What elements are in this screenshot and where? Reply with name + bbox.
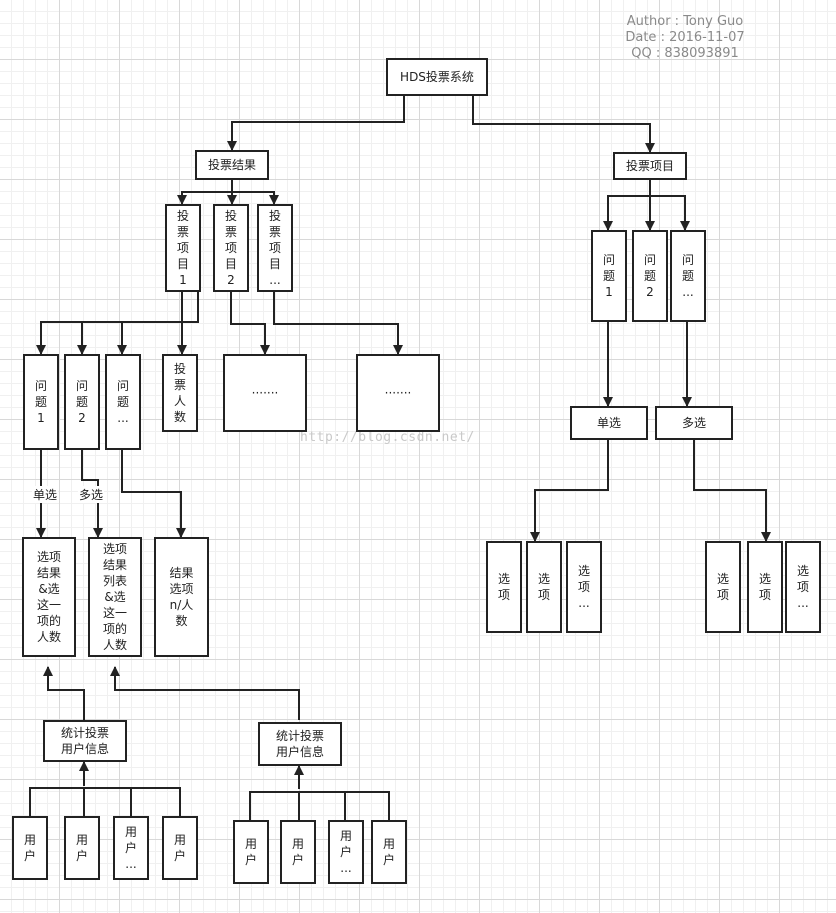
node-result-n: 结果 选项 n/人 数 <box>154 537 209 657</box>
edge-multi-mo <box>693 440 771 542</box>
node-user-1: 用 户 <box>12 816 48 880</box>
node-user-2: 用 户 <box>64 816 100 880</box>
node-items: 投票项目 <box>613 152 687 180</box>
node-item1: 投 票 项 目 1 <box>165 204 201 292</box>
edge-itemmore-dots2 <box>273 292 403 355</box>
node-user-3: 用 户 ... <box>113 816 149 880</box>
node-user-8: 用 户 <box>371 820 407 884</box>
edge-label-single: 单选 <box>32 486 59 503</box>
node-multi: 多选 <box>655 406 733 440</box>
edge-items-rqmore <box>649 180 690 231</box>
author-info: Author : Tony Guo Date : 2016-11-07 QQ :… <box>600 14 770 62</box>
node-q2: 问 题 2 <box>64 354 100 450</box>
node-results: 投票结果 <box>195 150 269 180</box>
edge-q2-resmulti <box>81 450 103 538</box>
node-single: 单选 <box>570 406 648 440</box>
edge-item2-dots1 <box>230 292 270 355</box>
node-single-option-more: 选 项 ... <box>566 541 602 633</box>
edge-root-items <box>472 96 655 153</box>
node-stat-1: 统计投票 用户信息 <box>43 720 127 762</box>
edge-root-results <box>227 96 405 151</box>
node-user-4: 用 户 <box>162 816 198 880</box>
edge-single-so <box>530 440 609 542</box>
edge-users1-bracket <box>29 787 181 818</box>
edge-qmore-resn <box>121 450 186 538</box>
node-dots-2: ······· <box>356 354 440 432</box>
node-right-q-more: 问 题 ... <box>670 230 706 322</box>
node-item-more: 投 票 项 目 ... <box>257 204 293 292</box>
edge-stat2-resmulti <box>110 666 300 720</box>
node-multi-option-1: 选 项 <box>705 541 741 633</box>
qq-text: QQ : 838093891 <box>631 46 739 61</box>
node-stat-2: 统计投票 用户信息 <box>258 722 342 766</box>
edge-users2-bracket <box>249 791 390 820</box>
watermark: http://blog.csdn.net/ <box>300 430 475 445</box>
author-text: Author : Tony Guo <box>626 14 744 29</box>
node-result-multi: 选项 结果 列表 &选 这一 项的 人数 <box>88 537 142 657</box>
node-right-q2: 问 题 2 <box>632 230 668 322</box>
node-q-more: 问 题 ... <box>105 354 141 450</box>
edge-label-multi: 多选 <box>78 486 105 503</box>
node-user-7: 用 户 ... <box>328 820 364 884</box>
date-text: Date : 2016-11-07 <box>625 30 745 45</box>
node-dots-1: ······· <box>223 354 307 432</box>
node-user-5: 用 户 <box>233 820 269 884</box>
node-user-6: 用 户 <box>280 820 316 884</box>
node-q1: 问 题 1 <box>23 354 59 450</box>
node-right-q1: 问 题 1 <box>591 230 627 322</box>
node-root: HDS投票系统 <box>386 58 488 96</box>
edge-items-rq1 <box>603 180 651 231</box>
node-multi-option-more: 选 项 ... <box>785 541 821 633</box>
node-vote-count: 投 票 人 数 <box>162 354 198 432</box>
edge-stat1-ressingle <box>43 666 85 720</box>
node-single-option-2: 选 项 <box>526 541 562 633</box>
node-single-option-1: 选 项 <box>486 541 522 633</box>
node-result-single: 选项 结果 &选 这一 项的 人数 <box>22 537 76 657</box>
node-item2: 投 票 项 目 2 <box>213 204 249 292</box>
node-multi-option-2: 选 项 <box>747 541 783 633</box>
